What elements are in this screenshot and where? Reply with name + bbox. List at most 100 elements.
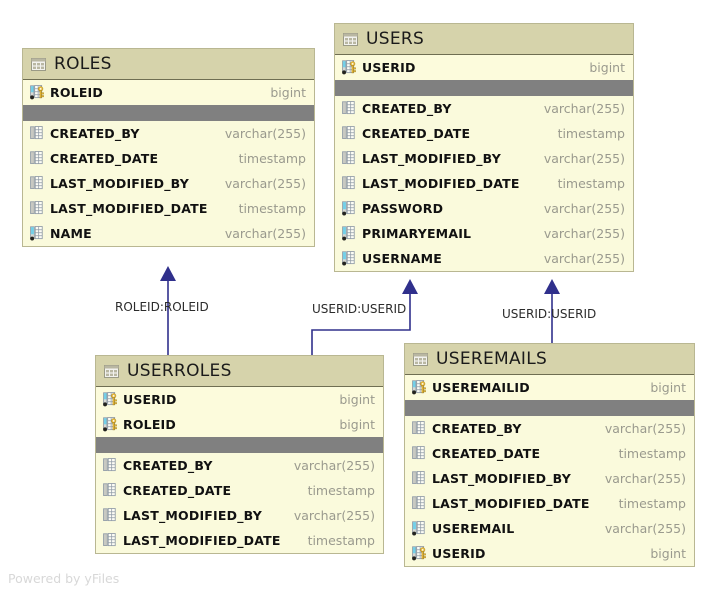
column-type: bigint (270, 85, 306, 100)
column-type: timestamp (307, 483, 375, 498)
column-type: bigint (339, 392, 375, 407)
relationship-label: USERID:USERID (502, 307, 597, 321)
table-header[interactable]: USERROLES (96, 356, 383, 387)
column-type: varchar(255) (224, 226, 306, 241)
column-type: varchar(255) (604, 471, 686, 486)
column-type: varchar(255) (293, 508, 375, 523)
column-row[interactable]: USERNAME varchar(255) (335, 246, 633, 271)
column-type: bigint (339, 417, 375, 432)
column-name: USERID (123, 392, 177, 407)
column-icon (30, 176, 43, 190)
table-header[interactable]: USERS (335, 24, 633, 55)
table-header[interactable]: USEREMAILS (405, 344, 694, 375)
primary-key-icon (412, 380, 426, 395)
column-row[interactable]: USEREMAIL varchar(255) (405, 516, 694, 541)
column-row[interactable]: ROLEID bigint (96, 412, 383, 437)
column-icon (103, 508, 116, 522)
column-required-icon (342, 226, 355, 241)
table-header[interactable]: ROLES (23, 49, 314, 80)
column-name: CREATED_BY (432, 421, 522, 436)
table-title: USERROLES (127, 361, 232, 381)
column-type: varchar(255) (543, 101, 625, 116)
column-name: CREATED_BY (50, 126, 140, 141)
column-name: CREATED_BY (362, 101, 452, 116)
column-name: ROLEID (50, 85, 103, 100)
section-divider (335, 80, 633, 96)
table-icon (31, 57, 46, 71)
primary-key-icon (342, 60, 356, 75)
column-icon (342, 176, 355, 190)
column-type: varchar(255) (543, 151, 625, 166)
column-name: LAST_MODIFIED_DATE (432, 496, 590, 511)
column-type: varchar(255) (543, 251, 625, 266)
table-icon (413, 352, 428, 366)
column-name: CREATED_DATE (50, 151, 159, 166)
column-icon (412, 421, 425, 435)
table-icon (104, 364, 119, 378)
column-type: varchar(255) (543, 226, 625, 241)
column-required-icon (30, 226, 43, 241)
column-row[interactable]: CREATED_BY varchar(255) (405, 416, 694, 441)
column-icon (30, 126, 43, 140)
column-row[interactable]: ROLEID bigint (23, 80, 314, 105)
column-icon (412, 471, 425, 485)
column-name: LAST_MODIFIED_BY (50, 176, 189, 191)
table-title: ROLES (54, 54, 112, 74)
column-row[interactable]: CREATED_BY varchar(255) (335, 96, 633, 121)
column-name: LAST_MODIFIED_DATE (50, 201, 208, 216)
column-type: bigint (589, 60, 625, 75)
column-required-icon (342, 251, 355, 266)
column-row[interactable]: LAST_MODIFIED_DATE timestamp (23, 196, 314, 221)
yfiles-watermark: Powered by yFiles (8, 571, 120, 586)
relationship-label: USERID:USERID (312, 302, 407, 316)
column-type: timestamp (238, 151, 306, 166)
column-name: CREATED_BY (123, 458, 213, 473)
column-type: varchar(255) (604, 521, 686, 536)
column-type: timestamp (238, 201, 306, 216)
column-name: USERNAME (362, 251, 443, 266)
relationship-label: ROLEID:ROLEID (115, 300, 209, 314)
column-name: USERID (362, 60, 416, 75)
column-icon (103, 533, 116, 547)
column-name: ROLEID (123, 417, 176, 432)
column-type: varchar(255) (604, 421, 686, 436)
column-row[interactable]: CREATED_DATE timestamp (23, 146, 314, 171)
column-row[interactable]: USERID bigint (96, 387, 383, 412)
column-row[interactable]: LAST_MODIFIED_BY varchar(255) (23, 171, 314, 196)
relationship-line[interactable] (311, 283, 411, 355)
column-icon (412, 446, 425, 460)
column-name: PRIMARYEMAIL (362, 226, 472, 241)
column-row[interactable]: PRIMARYEMAIL varchar(255) (335, 221, 633, 246)
column-row[interactable]: USERID bigint (335, 55, 633, 80)
column-type: varchar(255) (224, 176, 306, 191)
primary-key-icon (30, 85, 44, 100)
column-icon (342, 101, 355, 115)
column-name: USEREMAILID (432, 380, 530, 395)
column-icon (103, 458, 116, 472)
column-name: USEREMAIL (432, 521, 515, 536)
relationship-arrowhead (402, 279, 418, 294)
column-name: LAST_MODIFIED_DATE (123, 533, 281, 548)
